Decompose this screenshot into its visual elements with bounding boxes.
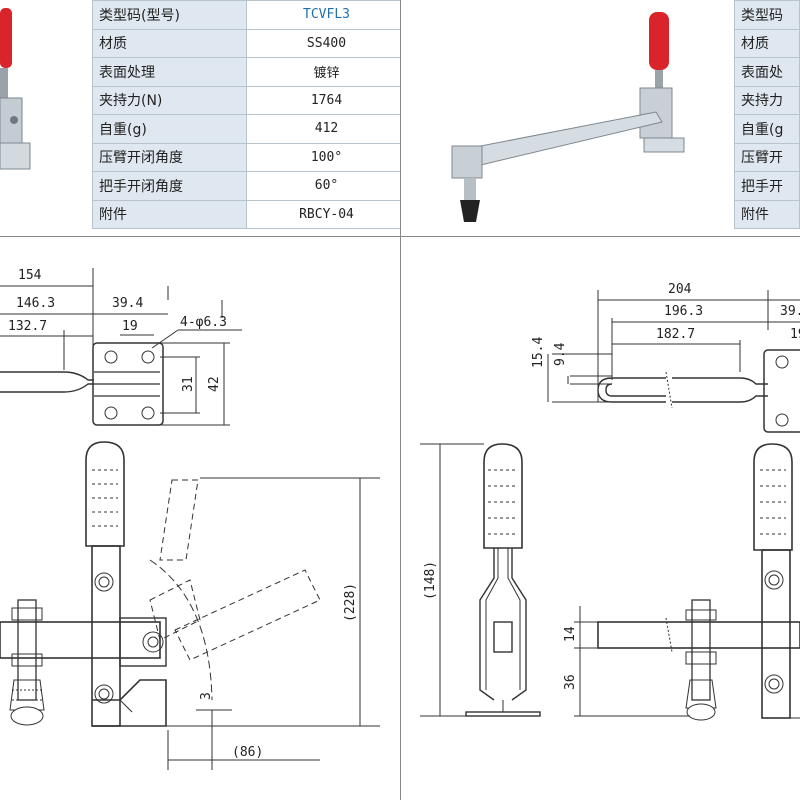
clamp-photo-left	[0, 8, 31, 170]
spec-table-right: 类型码 材质 表面处 夹持力 自重(g 压臂开 把手开 附件	[734, 0, 800, 229]
table-row: 夹持力	[734, 85, 800, 115]
spec-label: 把手开	[734, 171, 800, 201]
spec-value: 1764	[246, 85, 401, 115]
dim-228: (228)	[343, 583, 358, 622]
table-row: 类型码(型号)TCVFL3	[92, 0, 401, 30]
spec-label: 自重(g	[734, 114, 800, 144]
spec-label: 附件	[92, 199, 247, 229]
table-row: 类型码	[734, 0, 800, 30]
dim-196-3: 196.3	[664, 304, 703, 319]
dim-14: 14	[563, 626, 578, 642]
table-row: 表面处理镀锌	[92, 57, 401, 87]
spec-label: 自重(g)	[92, 114, 247, 144]
table-row: 自重(g)412	[92, 114, 401, 144]
table-row: 压臂开	[734, 142, 800, 172]
spec-label: 把手开闭角度	[92, 171, 247, 201]
dim-holes: 4-φ6.3	[180, 315, 227, 330]
product-photo-right	[400, 0, 734, 236]
spec-label: 夹持力(N)	[92, 85, 247, 115]
table-row: 材质	[734, 28, 800, 58]
dim-36: 36	[563, 674, 578, 690]
table-row: 表面处	[734, 57, 800, 87]
spec-label: 附件	[734, 199, 800, 229]
dim-182-7: 182.7	[656, 327, 695, 342]
dim-132-7: 132.7	[8, 319, 47, 334]
table-row: 把手开	[734, 171, 800, 201]
spec-value: 镀锌	[246, 57, 401, 87]
dim-86: (86)	[232, 745, 263, 760]
table-row: 附件	[734, 199, 800, 229]
table-row: 夹持力(N)1764	[92, 85, 401, 115]
spec-label: 材质	[734, 28, 800, 58]
dim-9-4: 9.4	[553, 342, 568, 366]
dim-148: (148)	[423, 561, 438, 600]
spec-value: RBCY-04	[246, 199, 401, 229]
spec-value: SS400	[246, 28, 401, 58]
red-handle	[0, 8, 12, 68]
spec-value: 412	[246, 114, 401, 144]
dim-19-left: 19	[122, 319, 138, 334]
spec-label: 压臂开闭角度	[92, 142, 247, 172]
dim-42: 42	[207, 376, 222, 392]
spec-label: 压臂开	[734, 142, 800, 172]
clamp-photo-right	[451, 12, 685, 222]
left-top-view	[0, 268, 242, 426]
left-side-view	[0, 441, 380, 770]
table-row: 自重(g	[734, 114, 800, 144]
spec-label: 表面处理	[92, 57, 247, 87]
vertical-divider	[400, 0, 401, 800]
spec-value: 60°	[246, 171, 401, 201]
dim-39-right: 39.	[780, 304, 800, 319]
spec-label: 表面处	[734, 57, 800, 87]
red-handle	[649, 12, 669, 70]
spec-label: 类型码	[734, 0, 800, 30]
right-front-view	[420, 443, 541, 717]
spec-value: 100°	[246, 142, 401, 172]
dim-39-4: 39.4	[112, 296, 143, 311]
right-side-view	[574, 443, 800, 721]
dim-146-3: 146.3	[16, 296, 55, 311]
spec-label: 类型码(型号)	[92, 0, 247, 30]
spec-label: 夹持力	[734, 85, 800, 115]
product-photo-left	[0, 0, 92, 236]
dim-3: 3	[199, 692, 214, 700]
dim-19-right: 19	[790, 327, 800, 342]
dim-31: 31	[181, 376, 196, 392]
spec-label: 材质	[92, 28, 247, 58]
right-top-view	[547, 290, 800, 433]
dim-204: 204	[668, 282, 692, 297]
dim-15-4: 15.4	[531, 337, 546, 368]
dim-154: 154	[18, 268, 42, 283]
